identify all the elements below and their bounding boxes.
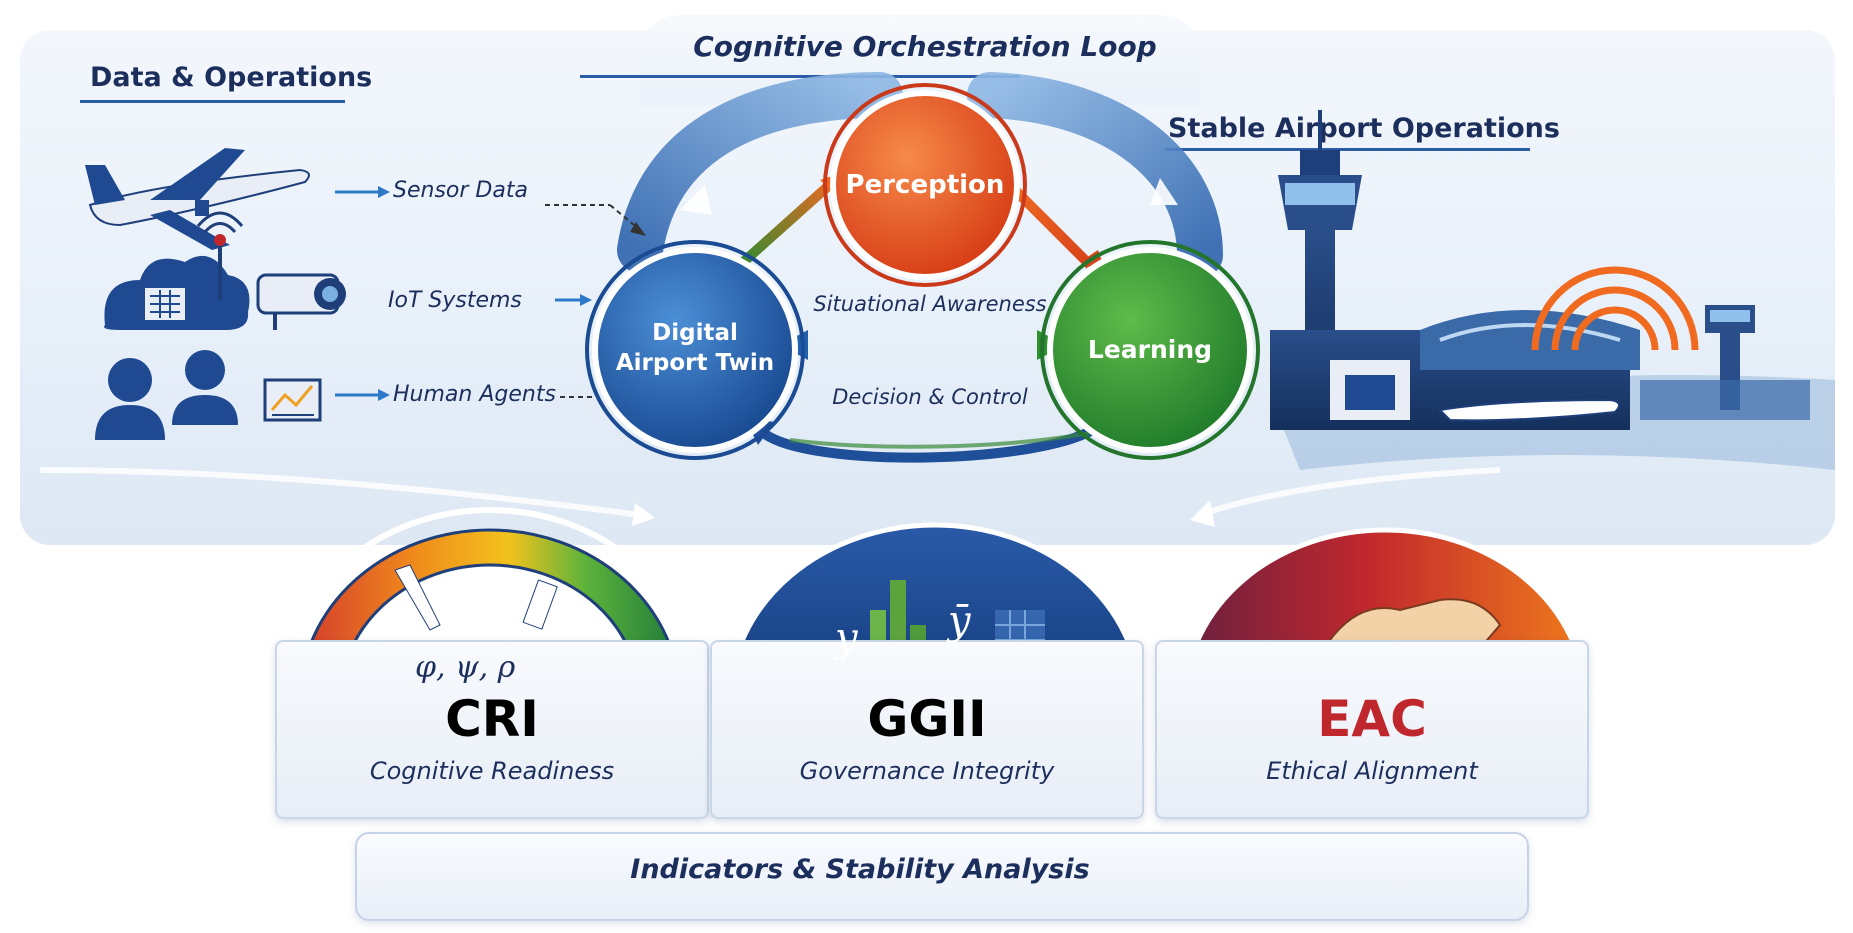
people-icon — [95, 350, 322, 440]
decision-control-label: Decision & Control — [832, 385, 1028, 409]
ggii-symbol-ybar: ȳ — [948, 598, 971, 644]
right-title-underline — [1165, 148, 1530, 151]
digital-twin-label-line1: Digital — [652, 320, 738, 346]
ggii-code: GGII — [867, 690, 987, 748]
airport-illustration — [1270, 110, 1835, 470]
learning-label: Learning — [1087, 335, 1213, 364]
eac-name: Ethical Alignment — [1266, 757, 1478, 785]
footer-label: Indicators & Stability Analysis — [630, 854, 1090, 885]
cri-symbols: φ, ψ, ρ — [415, 650, 516, 685]
center-section-title: Cognitive Orchestration Loop — [693, 30, 1157, 63]
ggii-name: Governance Integrity — [799, 757, 1055, 785]
cri-name: Cognitive Readiness — [369, 757, 615, 785]
cri-gauge — [277, 507, 703, 702]
eac-code: EAC — [1317, 690, 1427, 748]
airplane-icon — [85, 148, 310, 250]
left-title-underline — [80, 100, 345, 103]
center-title-underline — [580, 75, 1020, 78]
left-section-title: Data & Operations — [90, 62, 373, 93]
digital-twin-node — [592, 247, 798, 453]
footer-panel — [355, 832, 1529, 921]
digital-twin-label-line2: Airport Twin — [615, 350, 775, 376]
perception-node — [830, 90, 1020, 280]
indicator-card-cri: CRI Cognitive Readiness — [275, 640, 709, 819]
center-tab-background — [640, 15, 1200, 105]
perception-label: Perception — [845, 170, 1005, 200]
situational-awareness-label: Situational Awareness — [813, 292, 1047, 316]
source-label-human-agents: Human Agents — [393, 382, 556, 407]
cloud-camera-icon — [104, 211, 346, 330]
source-label-iot-systems: IoT Systems — [388, 288, 522, 313]
ggii-symbol-y: y — [835, 615, 858, 661]
cri-code: CRI — [445, 690, 539, 748]
learning-node — [1047, 247, 1253, 453]
right-section-title: Stable Airport Operations — [1168, 113, 1560, 144]
indicator-card-ggii: GGII Governance Integrity — [710, 640, 1144, 819]
indicator-card-eac: EAC Ethical Alignment — [1155, 640, 1589, 819]
source-label-sensor-data: Sensor Data — [393, 178, 528, 203]
